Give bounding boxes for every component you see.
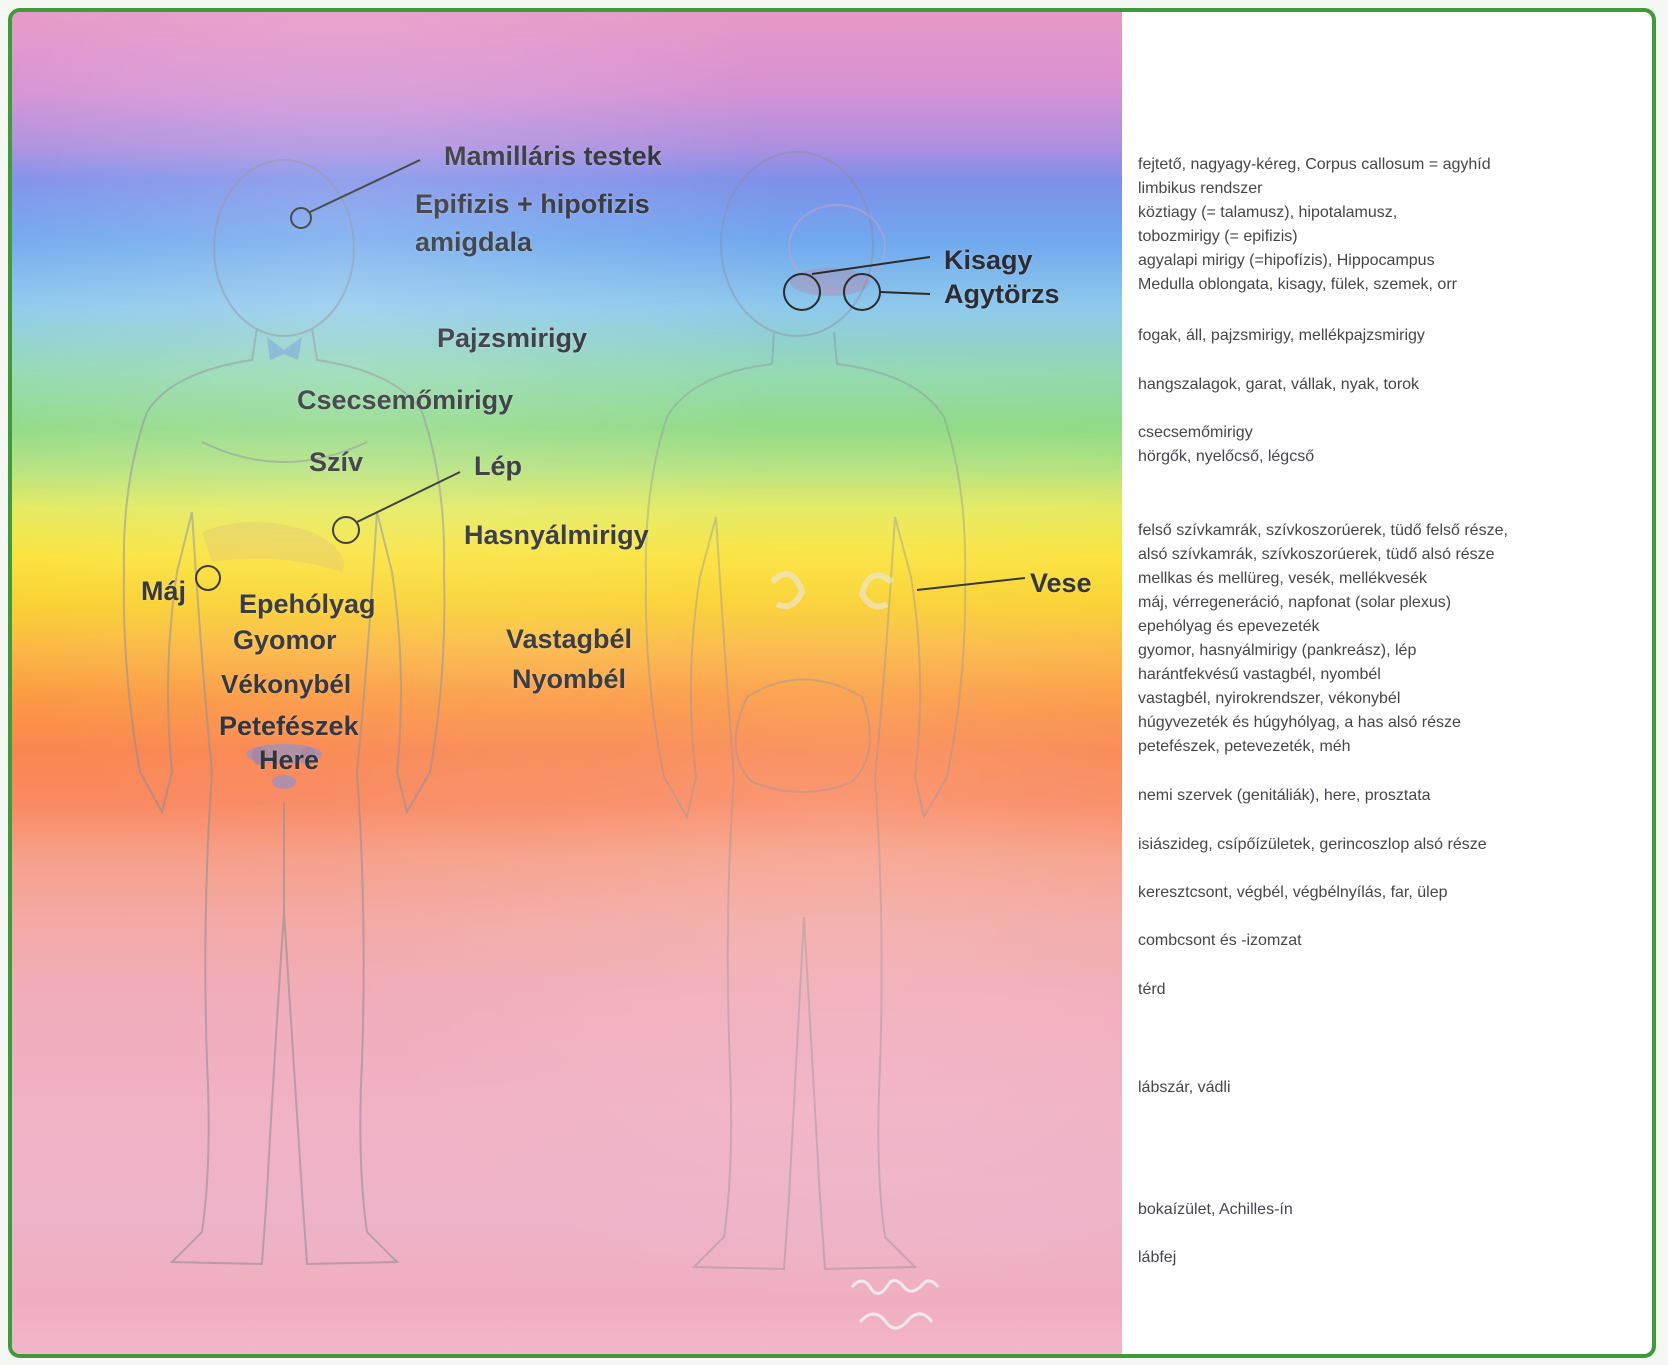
marker-mamillaris — [291, 208, 311, 228]
label-vese: Vese — [1030, 567, 1092, 599]
region-line: isiászideg, csípőízületek, gerincoszlop … — [1138, 833, 1487, 857]
label-sziv: Szív — [309, 446, 363, 478]
region-line: tobozmirigy (= epifizis) — [1138, 225, 1298, 249]
region-line: combcsont és -izomzat — [1138, 929, 1302, 953]
label-epifizis-hipofizis: Epifizis + hipofizis — [415, 188, 650, 220]
region-line: fejtető, nagyagy-kéreg, Corpus callosum … — [1138, 153, 1491, 177]
label-gyomor: Gyomor — [233, 624, 337, 656]
artist-signature — [852, 1280, 938, 1328]
region-line: lábfej — [1138, 1246, 1176, 1270]
region-line: húgyvezeték és húgyhólyag, a has alsó ré… — [1138, 711, 1461, 735]
leader-mamillaris — [310, 160, 420, 212]
region-line: mellkas és mellüreg, vesék, mellékvesék — [1138, 567, 1427, 591]
label-epeholyag: Epehólyag — [239, 588, 376, 620]
label-amigdala: amigdala — [415, 226, 532, 258]
region-line: petefészek, petevezeték, méh — [1138, 735, 1351, 759]
region-line: gyomor, hasnyálmirigy (pankreász), lép — [1138, 639, 1416, 663]
label-csecsemomirigy: Csecsemőmirigy — [297, 384, 513, 416]
region-line: nemi szervek (genitáliák), here, proszta… — [1138, 784, 1431, 808]
label-vekonybel: Vékonybél — [221, 668, 351, 700]
region-line: bokaízület, Achilles-ín — [1138, 1198, 1293, 1222]
region-line: harántfekvésű vastagbél, nyombél — [1138, 663, 1381, 687]
label-pajzsmirigy: Pajzsmirigy — [437, 322, 587, 354]
label-kisagy: Kisagy — [944, 244, 1033, 276]
region-line: vastagbél, nyirokrendszer, vékonybél — [1138, 687, 1400, 711]
region-line: Medulla oblongata, kisagy, fülek, szemek… — [1138, 273, 1457, 297]
region-line: hangszalagok, garat, vállak, nyak, torok — [1138, 373, 1419, 397]
label-petefeszek: Petefészek — [219, 710, 359, 742]
marker-maj — [196, 566, 220, 590]
region-line: csecsemőmirigy — [1138, 421, 1253, 445]
label-hasnyalmirigy: Hasnyálmirigy — [464, 519, 649, 551]
region-line: térd — [1138, 978, 1166, 1002]
label-maj: Máj — [141, 575, 186, 607]
label-mamillaris-testek: Mamilláris testek — [444, 140, 662, 172]
region-line: keresztcsont, végbél, végbélnyílás, far,… — [1138, 881, 1448, 905]
region-line: máj, vérregeneráció, napfonat (solar ple… — [1138, 591, 1451, 615]
label-nyombel: Nyombél — [512, 663, 626, 695]
region-line: alsó szívkamrák, szívkoszorúerek, tüdő a… — [1138, 543, 1495, 567]
back-body-figure — [646, 152, 965, 1269]
leader-vese — [917, 578, 1025, 590]
region-line: fogak, áll, pajzsmirigy, mellékpajzsmiri… — [1138, 324, 1425, 348]
rainbow-background: Mamilláris testek Epifizis + hipofizis a… — [12, 12, 1122, 1354]
marker-lep — [333, 517, 359, 543]
leader-lep — [357, 472, 460, 522]
label-here: Here — [259, 744, 319, 776]
region-line: lábszár, vádli — [1138, 1076, 1231, 1100]
region-line: epehólyag és epevezeték — [1138, 615, 1319, 639]
diagram-frame: Mamilláris testek Epifizis + hipofizis a… — [8, 8, 1656, 1358]
leader-agytorzs — [880, 292, 930, 294]
label-lep: Lép — [474, 450, 522, 482]
label-agytorzs: Agytörzs — [944, 278, 1060, 310]
region-line: köztiagy (= talamusz), hipotalamusz, — [1138, 201, 1397, 225]
region-line: limbikus rendszer — [1138, 177, 1262, 201]
label-vastagbel: Vastagbél — [506, 623, 632, 655]
region-line: felső szívkamrák, szívkoszorúerek, tüdő … — [1138, 519, 1508, 543]
region-line: hörgők, nyelőcső, légcső — [1138, 445, 1314, 469]
region-line: agyalapi mirigy (=hipofízis), Hippocampu… — [1138, 249, 1435, 273]
